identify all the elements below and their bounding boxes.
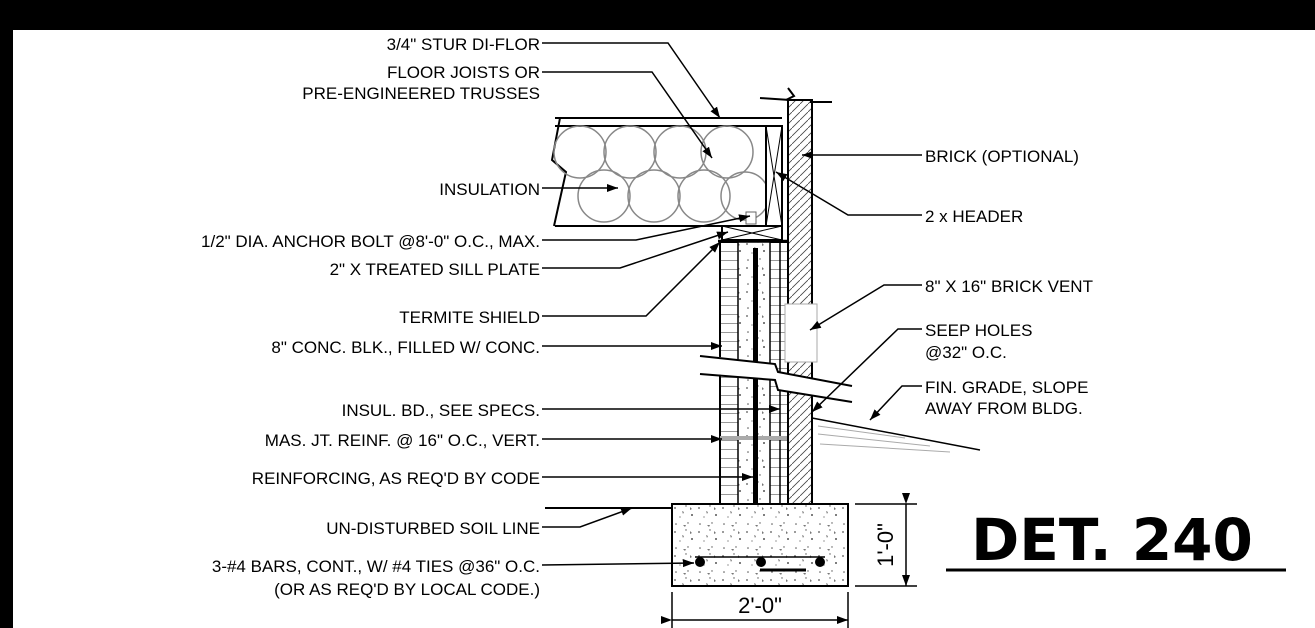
left-callouts: 3/4" STUR DI-FLOR FLOOR JOISTS OR PRE-EN… xyxy=(201,35,780,599)
callout-sill-plate: 2" X TREATED SILL PLATE xyxy=(330,260,540,279)
callout-local-code: (OR AS REQ'D BY LOCAL CODE.) xyxy=(274,580,540,599)
rebar-vertical xyxy=(753,248,758,568)
callout-insul-bd: INSUL. BD., SEE SPECS. xyxy=(342,401,540,420)
callout-fin-grade: FIN. GRADE, SLOPE xyxy=(925,378,1088,397)
footing xyxy=(671,503,849,587)
callout-conc-block: 8" CONC. BLK., FILLED W/ CONC. xyxy=(271,338,540,357)
footing-width-dimension: 2'-0" xyxy=(661,592,849,628)
right-callouts: BRICK (OPTIONAL) 2 x HEADER 8" X 16" BRI… xyxy=(775,147,1093,421)
callout-seep-holes: SEEP HOLES xyxy=(925,321,1032,340)
callout-slope: AWAY FROM BLDG. xyxy=(925,399,1083,418)
brick-vent xyxy=(784,303,818,363)
brick-veneer xyxy=(759,87,832,505)
footing-height-dimension: 1'-0" xyxy=(855,493,917,587)
finish-grade xyxy=(811,417,981,453)
callout-seep-spacing: @32" O.C. xyxy=(925,343,1007,362)
detail-title: DET. 240 xyxy=(971,506,1253,574)
rebar-dot xyxy=(756,557,766,567)
callout-mas-jt: MAS. JT. REINF. @ 16" O.C., VERT. xyxy=(265,431,540,450)
sill-plate xyxy=(718,225,790,243)
callout-floor-joists: FLOOR JOISTS OR xyxy=(387,63,540,82)
callout-termite-shield: TERMITE SHIELD xyxy=(399,308,540,327)
footing-width-label: 2'-0" xyxy=(738,593,782,618)
detail-title-block: DET. 240 xyxy=(946,506,1286,574)
callout-insulation: INSULATION xyxy=(439,180,540,199)
callout-bars: 3-#4 BARS, CONT., W/ #4 TIES @36" O.C. xyxy=(212,557,540,576)
anchor-bolt xyxy=(745,211,757,225)
paper xyxy=(13,30,1315,628)
footing-height-label: 1'-0" xyxy=(873,523,898,567)
rebar-dot xyxy=(695,557,705,567)
floor-assembly xyxy=(550,117,783,227)
callout-subfloor: 3/4" STUR DI-FLOR xyxy=(387,35,540,54)
callout-anchor-bolt: 1/2" DIA. ANCHOR BOLT @8'-0" O.C., MAX. xyxy=(201,232,540,251)
rebar-dot xyxy=(815,557,825,567)
break-line xyxy=(699,355,853,403)
callout-header: 2 x HEADER xyxy=(925,207,1023,226)
callout-trusses: PRE-ENGINEERED TRUSSES xyxy=(302,84,540,103)
callout-soil-line: UN-DISTURBED SOIL LINE xyxy=(326,519,540,538)
callout-brick: BRICK (OPTIONAL) xyxy=(925,147,1079,166)
callout-reinforcing: REINFORCING, AS REQ'D BY CODE xyxy=(252,469,540,488)
callout-brick-vent: 8" X 16" BRICK VENT xyxy=(925,277,1093,296)
